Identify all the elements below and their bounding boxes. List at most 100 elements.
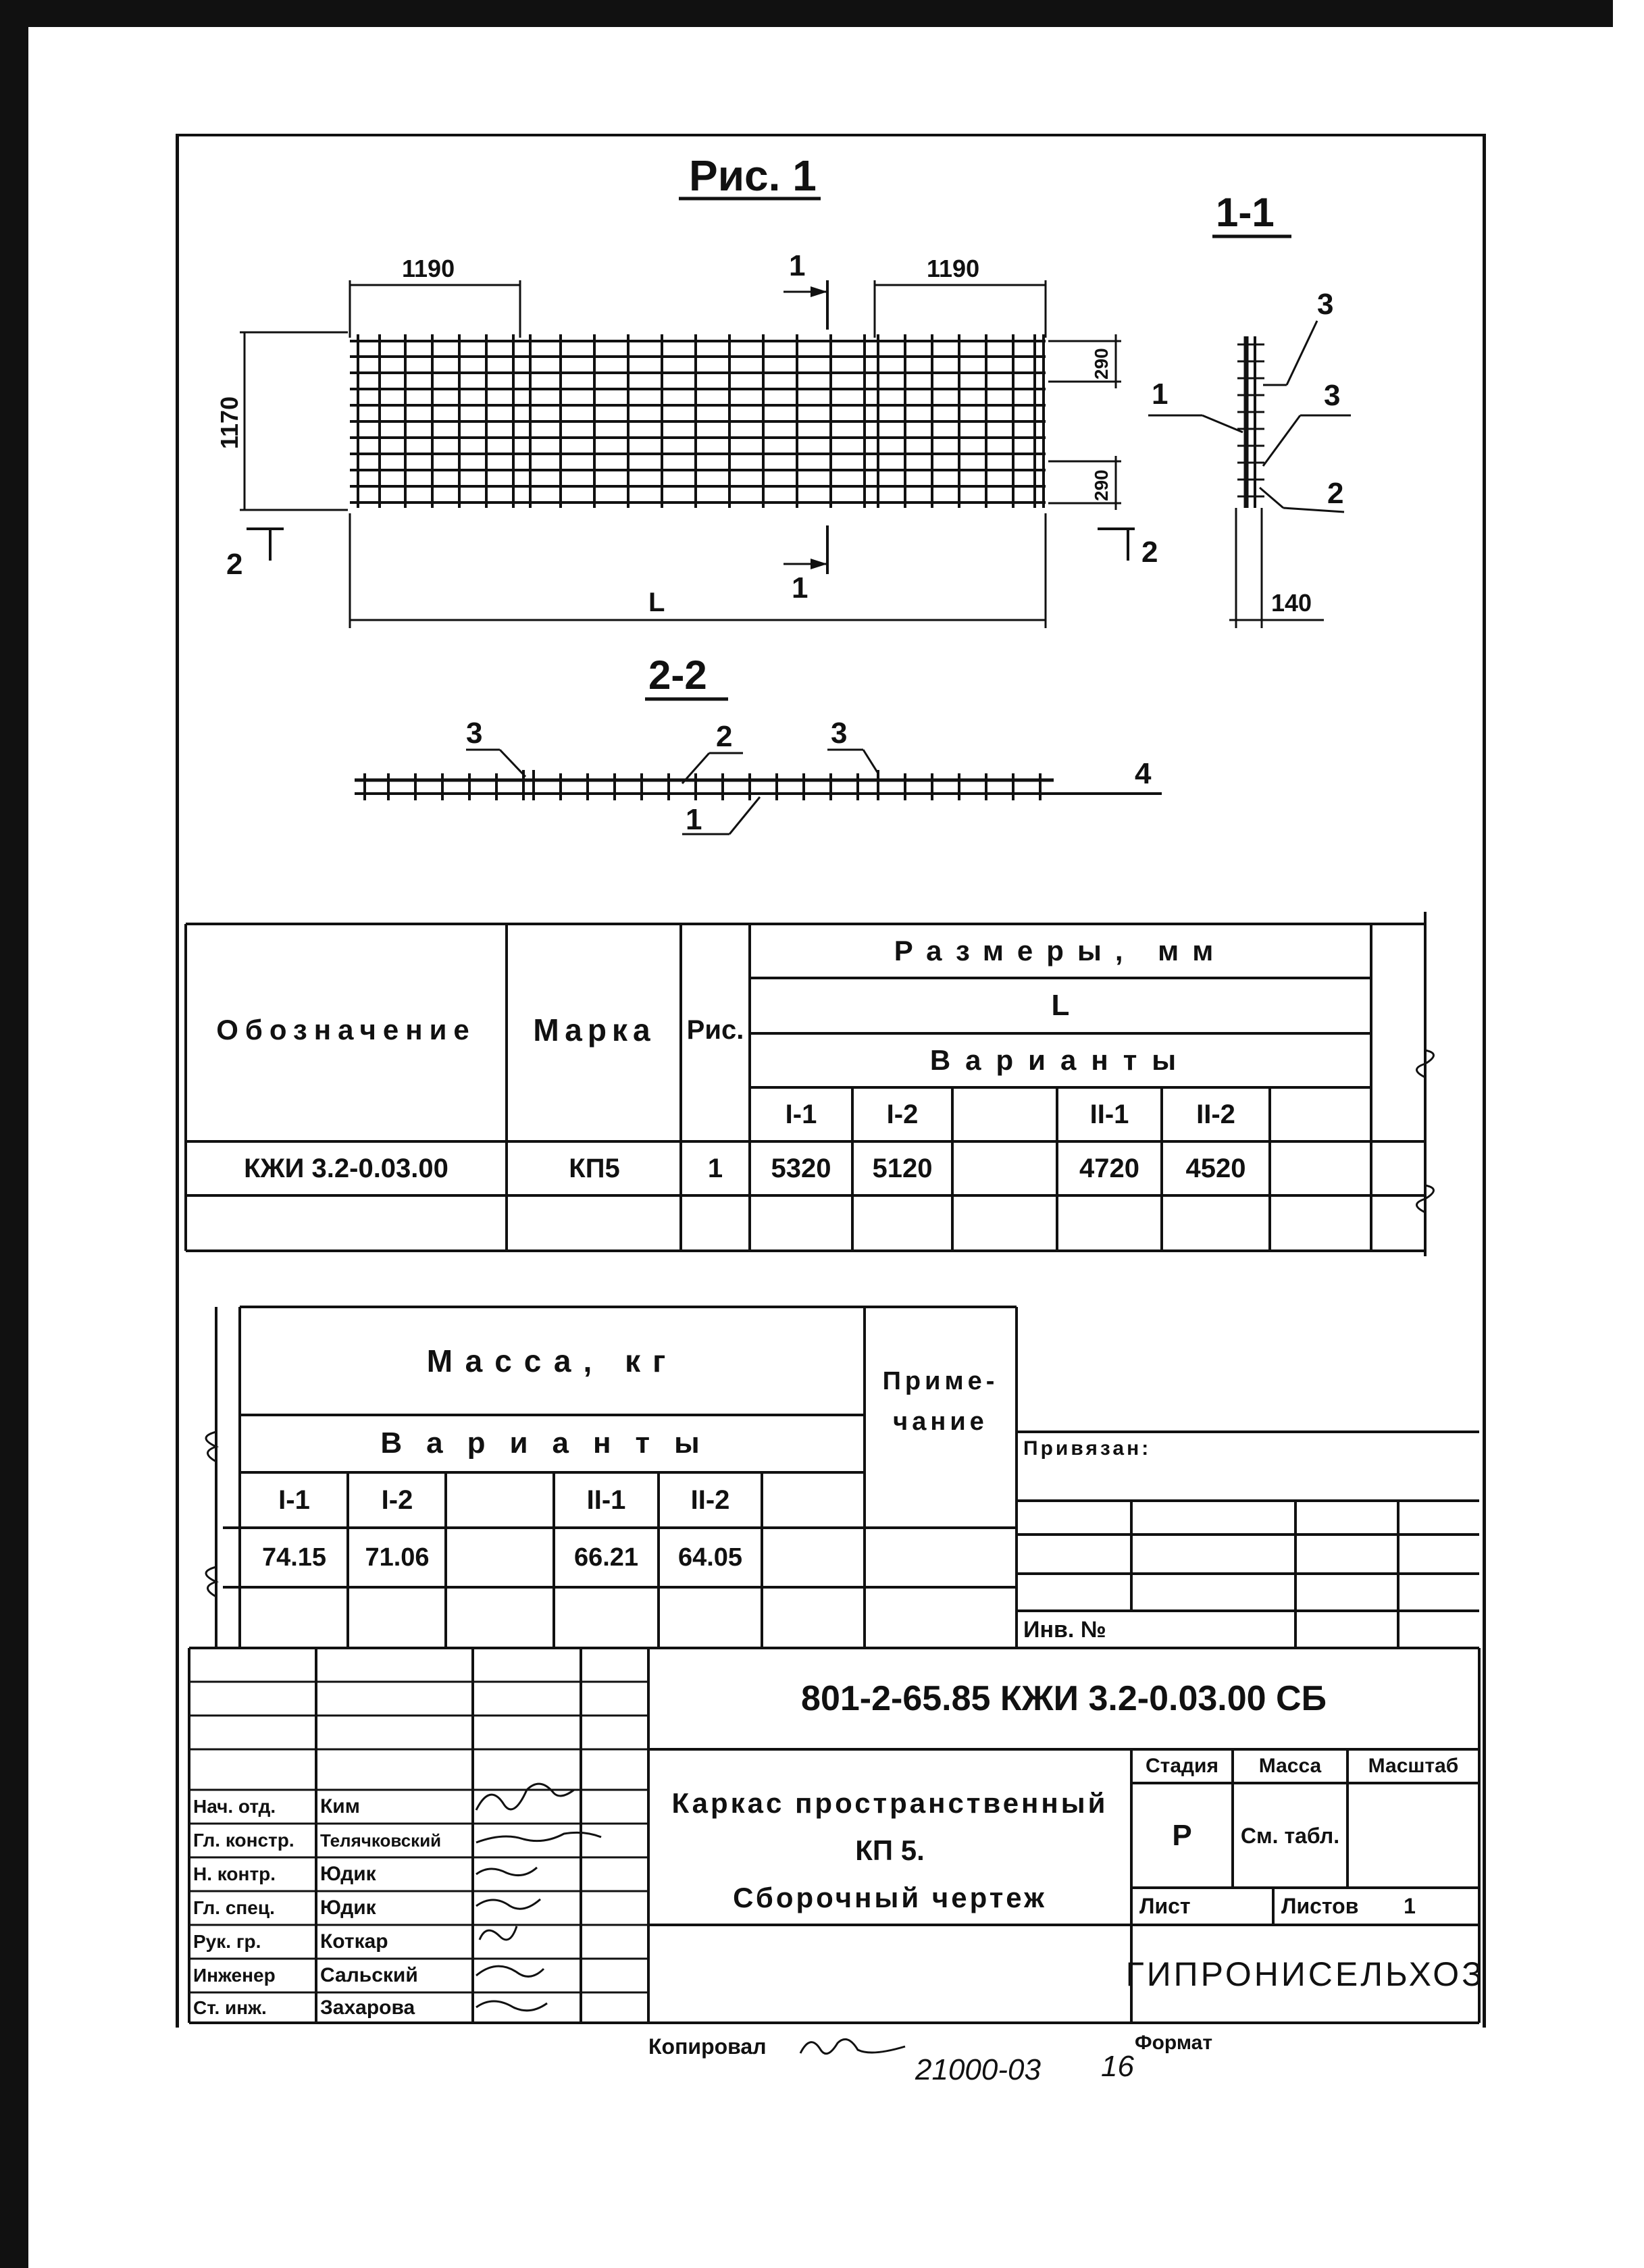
sheet-label: Лист <box>1139 1894 1191 1918</box>
scan-edge-left <box>0 0 28 2268</box>
name-3: Юдик <box>320 1863 376 1885</box>
section-11-callout-1: 1 <box>1152 378 1168 411</box>
mass-variant-col-4: II-1 <box>586 1485 626 1515</box>
mass-value-4: 66.21 <box>573 1543 639 1572</box>
section-22-callout-4: 4 <box>1135 757 1152 790</box>
name-1: Ким <box>320 1795 360 1818</box>
variant-col-5: II-2 <box>1196 1099 1235 1129</box>
cut-22-left-label: 2 <box>226 548 242 581</box>
dim-length: L <box>648 588 665 617</box>
section-22-callout-3-right: 3 <box>831 717 847 750</box>
mesh-horizontal-bars <box>350 340 1046 504</box>
section-22-callout-2: 2 <box>716 720 732 753</box>
section-11-callout-2: 2 <box>1327 477 1343 510</box>
header-note: Приме-чание <box>882 1367 999 1436</box>
header-mass: Масса, кг <box>426 1343 678 1378</box>
dim-gap-top: 290 <box>1091 348 1112 380</box>
section-22-callout-1: 1 <box>686 803 702 836</box>
sheets-label: Листов <box>1281 1894 1359 1918</box>
organization-name: ГИПРОНИСЕЛЬХОЗ <box>1125 1955 1485 1993</box>
scale-label: Масштаб <box>1368 1755 1459 1777</box>
section-22-title: 2-2 <box>648 652 707 698</box>
binding-label: Привязан: <box>1023 1437 1152 1460</box>
section-11-callout-3-top: 3 <box>1317 288 1333 321</box>
variant-col-1: I-1 <box>785 1099 817 1129</box>
signature-scribbles <box>475 1782 602 2012</box>
row-value-5: 4520 <box>1185 1153 1246 1183</box>
name-5: Коткар <box>320 1930 388 1953</box>
mass-value-5: 64.05 <box>677 1543 743 1572</box>
role-3: Н. контр. <box>193 1863 276 1884</box>
mesh-vertical-bars <box>357 334 1045 508</box>
dim-left-top: 1190 <box>402 255 455 282</box>
row-mark: КП5 <box>569 1153 620 1183</box>
mass-variant-col-2: I-2 <box>381 1485 413 1515</box>
mass-variant-col-1: I-1 <box>278 1485 310 1515</box>
footer-number: 21000-03 <box>915 2053 1041 2086</box>
dim-right-top: 1190 <box>927 255 979 282</box>
row-fig: 1 <box>707 1153 723 1183</box>
cut-11-top-label: 1 <box>789 249 805 282</box>
dim-gap-bottom: 290 <box>1091 469 1112 501</box>
mass-value-2: 71.06 <box>365 1543 430 1572</box>
role-5: Рук. гр. <box>193 1931 261 1952</box>
footer-copied-label: Копировал <box>648 2034 767 2059</box>
role-2: Гл. констр. <box>193 1830 294 1851</box>
header-variants: Варианты <box>929 1044 1191 1076</box>
title-line-2: КП 5. <box>855 1834 925 1866</box>
role-7: Ст. инж. <box>193 1997 267 2018</box>
name-2: Телячковский <box>320 1830 442 1851</box>
row-designation: КЖИ 3.2-0.03.00 <box>244 1153 448 1183</box>
break-mark-upper <box>1416 1049 1435 1079</box>
figure-1-drawing: Рис. 1 1190 1190 1 1 <box>215 151 1351 836</box>
role-6: Инженер <box>193 1965 276 1986</box>
break-mark-mass-lower <box>205 1566 220 1598</box>
role-1: Нач. отд. <box>193 1796 276 1817</box>
row-value-2: 5120 <box>872 1153 933 1183</box>
row-value-4: 4720 <box>1079 1153 1139 1183</box>
sizes-table-grid <box>184 912 1435 1256</box>
break-mark-lower <box>1416 1184 1435 1214</box>
name-4: Юдик <box>320 1897 376 1919</box>
mass-value: См. табл. <box>1240 1823 1340 1848</box>
title-line-1: Каркас пространственный <box>671 1787 1108 1819</box>
col-header-designation: Обозначение <box>216 1014 476 1046</box>
break-mark-mass-upper <box>205 1431 220 1463</box>
stage-label: Стадия <box>1145 1755 1219 1777</box>
header-sizes: Размеры, мм <box>894 935 1227 967</box>
footer-signature <box>799 2038 906 2055</box>
drawing-frame <box>176 134 1486 2028</box>
section-22-callout-3-left: 3 <box>466 717 482 750</box>
cut-22-right-label: 2 <box>1141 536 1158 569</box>
name-6: Сальский <box>320 1964 418 1986</box>
dim-height: 1170 <box>215 396 243 449</box>
stage-value: Р <box>1172 1818 1192 1852</box>
role-4: Гл. спец. <box>193 1897 275 1918</box>
cut-11-bottom-label: 1 <box>792 571 808 604</box>
title-block-grid <box>188 1647 1481 2024</box>
footer-page: 16 <box>1101 2050 1134 2083</box>
mass-table-grid <box>205 1306 1479 1648</box>
mass-variant-col-5: II-2 <box>690 1485 730 1515</box>
name-7: Захарова <box>320 1996 415 2019</box>
document-code: 801-2-65.85 КЖИ 3.2-0.03.00 СБ <box>801 1679 1327 1718</box>
mass-label: Масса <box>1258 1755 1322 1777</box>
section-11-callout-3-mid: 3 <box>1324 379 1340 412</box>
section-11-dim-width: 140 <box>1271 589 1312 617</box>
variant-col-2: I-2 <box>886 1099 919 1129</box>
sheets-value: 1 <box>1404 1894 1416 1918</box>
mass-value-1: 74.15 <box>261 1543 327 1572</box>
col-header-fig: Рис. <box>686 1014 744 1045</box>
inventory-number-label: Инв. № <box>1023 1616 1106 1643</box>
footer-format-label: Формат <box>1135 2032 1213 2054</box>
scan-edge-top <box>0 0 1601 27</box>
col-header-mark: Марка <box>533 1012 656 1048</box>
scan-edge-right <box>1595 0 1613 27</box>
title-line-3: Сборочный чертеж <box>733 1882 1047 1913</box>
header-mass-variants: Варианты <box>380 1426 724 1460</box>
variant-col-4: II-1 <box>1089 1099 1129 1129</box>
figure-title: Рис. 1 <box>689 151 817 200</box>
section-11-title: 1-1 <box>1216 190 1275 235</box>
row-value-1: 5320 <box>771 1153 831 1183</box>
header-L: L <box>1051 989 1070 1022</box>
